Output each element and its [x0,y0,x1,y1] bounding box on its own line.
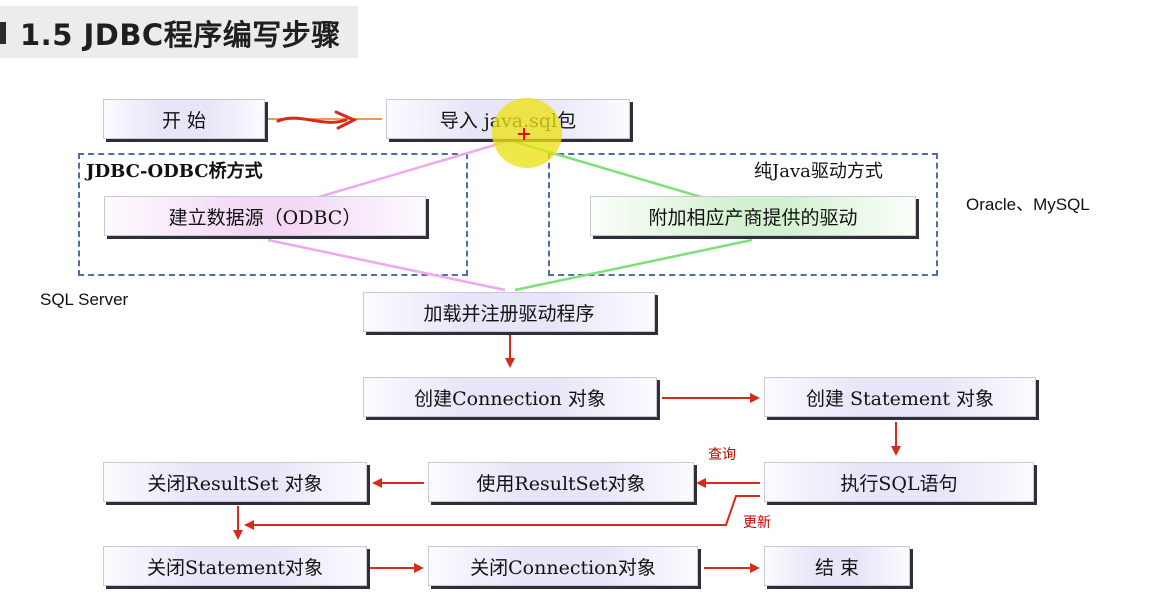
java-group-container [548,153,938,276]
title-bar [0,6,358,58]
query-label: 查询 [708,447,736,463]
sql-server-note: SQL Server [40,290,129,309]
odbc-group-label: JDBC-ODBC桥方式 [86,161,263,182]
create-datasource-node: 建立数据源（ODBC） [104,196,426,236]
close-connection-node: 关闭Connection对象 [428,546,698,586]
use-resultset-node: 使用ResultSet对象 [428,462,694,502]
odbc-branch-line-out [267,238,506,292]
load-driver-node: 加载并注册驱动程序 [363,292,655,332]
title-marker [0,22,6,44]
create-statement-node: 创建 Statement 对象 [764,377,1036,417]
end-node: 结 束 [764,546,910,586]
execute-sql-node: 执行SQL语句 [764,462,1034,502]
handdrawn-arrow [276,110,358,130]
page-title: 1.5 JDBC程序编写步骤 [20,18,341,52]
create-connection-node: 创建Connection 对象 [363,377,657,417]
odbc-group-container [78,153,468,276]
java-group-label: 纯Java驱动方式 [754,161,883,182]
vendor-driver-node: 附加相应产商提供的驱动 [590,196,916,236]
oracle-mysql-note: Oracle、MySQL [966,195,1090,214]
close-statement-node: 关闭Statement对象 [103,546,367,586]
java-branch-line-out [514,238,753,292]
close-resultset-node: 关闭ResultSet 对象 [103,462,367,502]
update-label: 更新 [743,515,771,531]
start-node: 开 始 [103,99,265,139]
arrow-execute-update [244,495,760,530]
